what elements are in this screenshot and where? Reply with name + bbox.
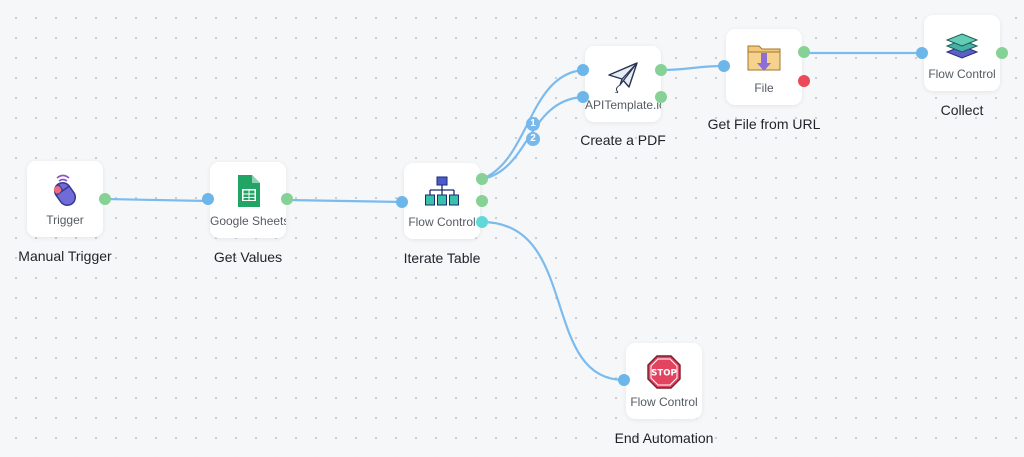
node-type-label: APITemplate.io bbox=[585, 98, 661, 112]
input-port[interactable] bbox=[718, 60, 730, 72]
output-port[interactable] bbox=[476, 195, 488, 207]
node-type-label: Flow Control bbox=[408, 215, 476, 229]
edge-trigger-to-get-values[interactable] bbox=[104, 197, 209, 203]
edge-iterate-to-end-automation[interactable] bbox=[481, 220, 625, 382]
node-type-label: Trigger bbox=[46, 213, 84, 227]
node-title: Collect bbox=[940, 102, 984, 118]
node-type-label: Flow Control bbox=[928, 67, 996, 81]
node-title: Get File from URL bbox=[707, 116, 821, 132]
edge-create-pdf-to-get-file[interactable] bbox=[660, 64, 725, 72]
node-title: Iterate Table bbox=[403, 250, 481, 266]
svg-text:STOP: STOP bbox=[651, 369, 676, 379]
output-port[interactable] bbox=[99, 193, 111, 205]
input-port[interactable] bbox=[577, 91, 589, 103]
layers-icon bbox=[945, 33, 979, 59]
output-port[interactable] bbox=[996, 47, 1008, 59]
output-port[interactable] bbox=[655, 91, 667, 103]
node-create-pdf[interactable]: APITemplate.io bbox=[585, 46, 661, 122]
mouse-click-icon bbox=[53, 174, 77, 207]
folder-download-icon bbox=[747, 45, 781, 71]
error-port[interactable] bbox=[798, 75, 810, 87]
node-type-label: Google Sheets bbox=[210, 214, 286, 228]
stop-sign-icon: STOP bbox=[647, 355, 681, 389]
input-port[interactable] bbox=[396, 196, 408, 208]
input-port[interactable] bbox=[916, 47, 928, 59]
branch-badge-2: 2 bbox=[526, 132, 540, 146]
node-title: Manual Trigger bbox=[18, 248, 112, 264]
input-port[interactable] bbox=[577, 64, 589, 76]
branch-badge-1: 1 bbox=[526, 117, 540, 131]
input-port[interactable] bbox=[202, 193, 214, 205]
output-port[interactable] bbox=[655, 64, 667, 76]
node-title: Get Values bbox=[213, 249, 283, 265]
paper-plane-icon bbox=[608, 62, 638, 93]
loop-output-port[interactable] bbox=[476, 216, 488, 228]
node-type-label: Flow Control bbox=[630, 395, 698, 409]
node-manual-trigger[interactable]: Trigger bbox=[27, 161, 103, 237]
hierarchy-icon bbox=[425, 176, 459, 206]
output-port[interactable] bbox=[476, 173, 488, 185]
input-port[interactable] bbox=[618, 374, 630, 386]
node-get-file[interactable]: File bbox=[726, 29, 802, 105]
node-iterate-table[interactable]: Flow Control bbox=[404, 163, 480, 239]
google-sheets-icon bbox=[238, 175, 260, 207]
node-end-automation[interactable]: STOP Flow Control bbox=[626, 343, 702, 419]
node-type-label: File bbox=[754, 81, 774, 95]
node-title: End Automation bbox=[614, 430, 714, 446]
output-port[interactable] bbox=[798, 46, 810, 58]
node-get-values[interactable]: Google Sheets bbox=[210, 162, 286, 238]
output-port[interactable] bbox=[281, 193, 293, 205]
edge-get-values-to-iterate[interactable] bbox=[286, 198, 403, 204]
node-title: Create a PDF bbox=[580, 132, 666, 148]
node-collect[interactable]: Flow Control bbox=[924, 15, 1000, 91]
